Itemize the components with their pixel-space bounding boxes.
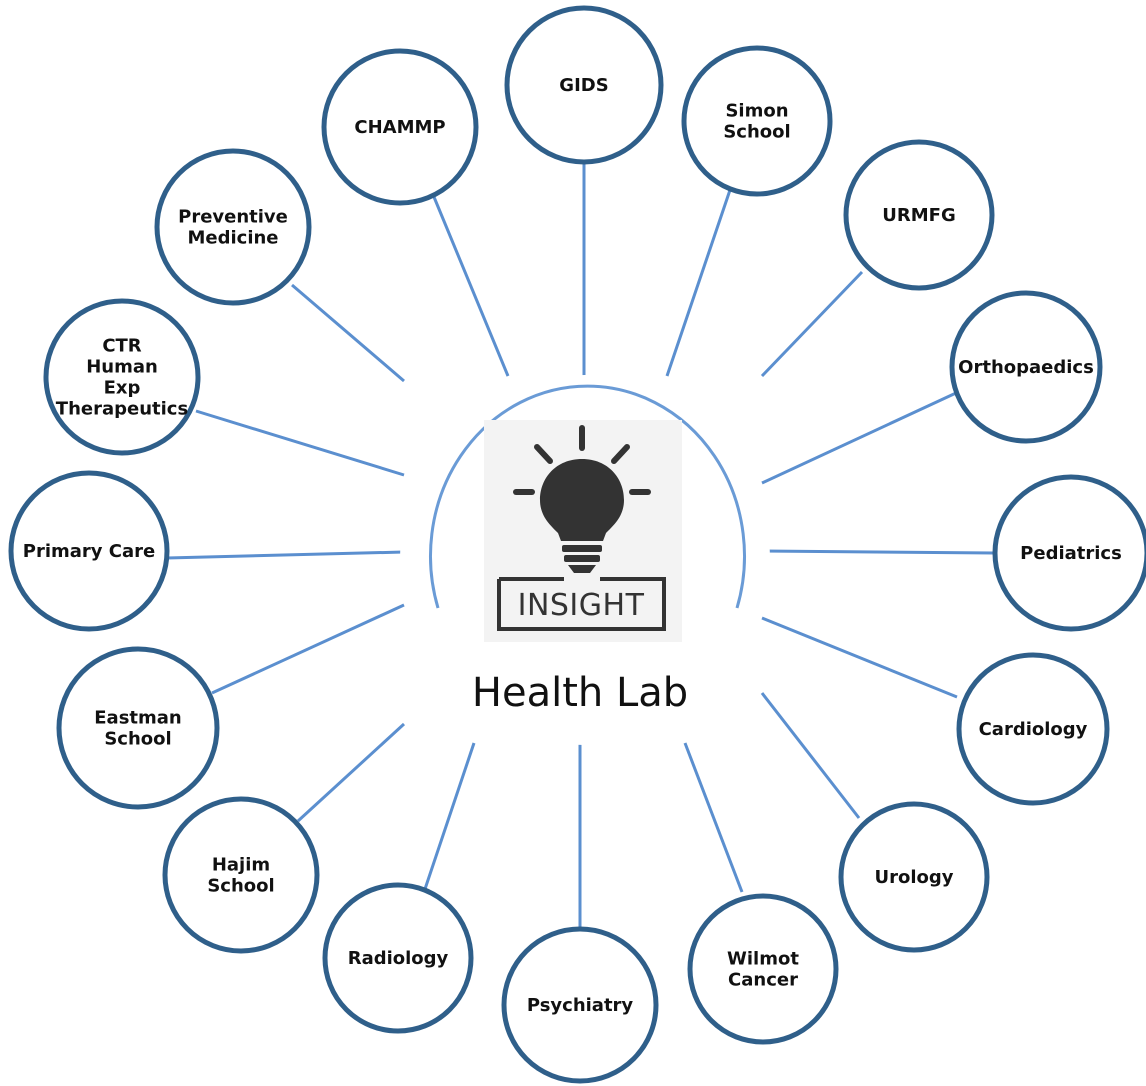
node-label: Exp [104,378,141,399]
node-chammp: CHAMMP [321,48,479,206]
node-label: URMFG [882,205,955,226]
node-circle [843,139,995,291]
node-label: School [104,729,171,750]
node-psychiatry: Psychiatry [501,926,659,1084]
node-circle [154,148,312,306]
node-radiology: Radiology [322,882,474,1034]
node-circle [949,290,1103,444]
node-pediatrics: Pediatrics [992,474,1146,632]
node-label: Psychiatry [527,995,634,1016]
hub-arc [429,384,746,609]
connector-hajim-school [296,722,406,823]
connector-ctr-human-exp-therapeutics [195,409,405,477]
node-gids: GIDS [504,5,664,165]
node-label: GIDS [559,75,608,96]
node-label: Orthopaedics [958,357,1094,378]
node-label: School [207,876,274,897]
connector-lines [166,85,995,928]
node-urmfg: URMFG [843,139,995,291]
node-circle [162,796,320,954]
node-cardiology: Cardiology [956,652,1110,806]
connector-simon-school [665,189,732,377]
connector-eastman-school [211,603,405,695]
node-label: CTR [102,336,141,357]
node-label: Urology [874,867,953,888]
node-circle [56,646,220,810]
hub: INSIGHT Health Lab [400,375,770,745]
node-label: Simon [725,101,788,122]
hub-title: Health Lab [472,670,688,716]
connector-chammp [432,196,510,377]
lightbulb-icon [497,425,666,631]
node-label: School [723,122,790,143]
node-circle [687,893,839,1045]
connector-urmfg [760,270,864,378]
node-circle [504,5,664,165]
node-circle [8,470,170,632]
node-label: Eastman [94,708,181,729]
node-circle [992,474,1146,632]
node-label: Cancer [728,970,798,991]
node-primary-care: Primary Care [8,470,170,632]
node-circle [681,45,833,197]
node-label: Primary Care [23,541,155,562]
node-circle [956,652,1110,806]
node-label: Pediatrics [1020,543,1122,564]
connector-primary-care [166,550,405,560]
node-circle [322,882,474,1034]
connector-cardiology [761,616,958,699]
node-label: Preventive [178,207,288,228]
node-urology: Urology [838,801,990,953]
connector-radiology [422,742,476,893]
node-label: Therapeutics [56,399,188,420]
node-circle [501,926,659,1084]
connector-wilmot-cancer [683,742,744,893]
node-label: Hajim [212,855,270,876]
node-circle [43,298,201,456]
node-circle [838,801,990,953]
node-label: CHAMMP [354,117,445,138]
node-label: Cardiology [979,719,1088,740]
connector-pediatrics [761,549,995,555]
node-circle [321,48,479,206]
node-label: Radiology [348,948,449,969]
node-orthopaedics: Orthopaedics [949,290,1103,444]
node-label: Wilmot [727,949,799,970]
logo-text: INSIGHT [518,588,645,623]
connector-orthopaedics [761,391,957,485]
connector-urology [760,692,861,819]
department-nodes: GIDSSimonSchoolURMFGOrthopaedicsPediatri… [8,5,1146,1084]
node-label: Medicine [187,228,278,249]
connector-preventive-medicine [291,283,405,383]
node-label: Human [86,357,158,378]
